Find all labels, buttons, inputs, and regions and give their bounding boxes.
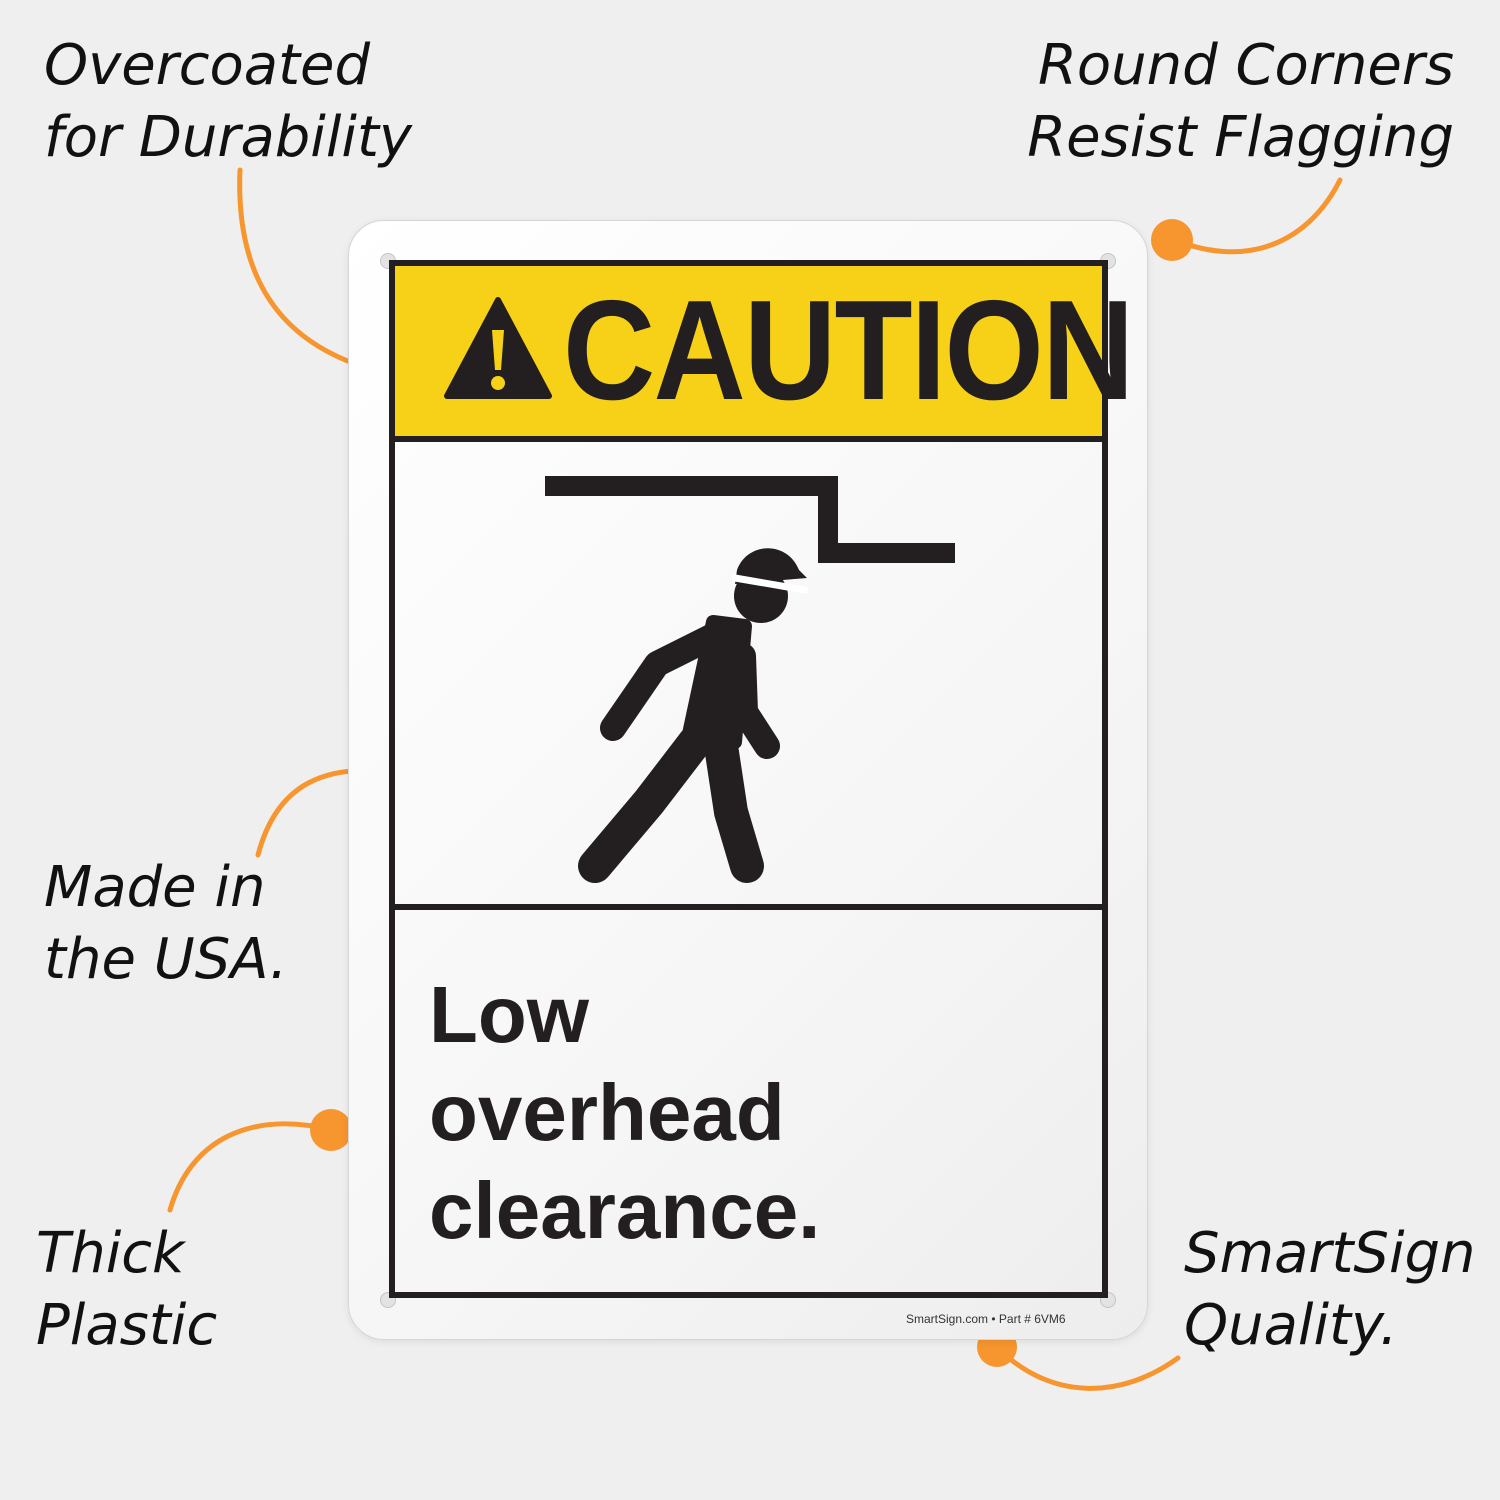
callout-smartsign-quality: SmartSign Quality.	[1184, 1218, 1476, 1362]
callout-dot-top-right	[1151, 219, 1193, 261]
callout-line: the USA.	[44, 927, 288, 992]
alert-triangle-icon	[444, 297, 552, 399]
part-number: SmartSign.com • Part # 6VM6	[906, 1312, 1066, 1326]
leader-line-bottom-left	[167, 1121, 335, 1213]
message-line: clearance.	[429, 1166, 821, 1255]
callout-overcoated: Overcoated for Durability	[44, 30, 412, 174]
caution-header: CAUTION	[395, 266, 1134, 442]
message-line: Low	[429, 970, 589, 1059]
sign-border: CAUTION Low overhead clearance.	[389, 260, 1134, 1298]
callout-made-in-usa: Made in the USA.	[44, 852, 287, 996]
header-word: CAUTION	[563, 271, 1134, 430]
callout-line: Overcoated	[44, 33, 371, 98]
callout-line: Thick	[36, 1221, 185, 1286]
callout-line: Plastic	[36, 1293, 218, 1358]
callout-round-corners: Round Corners Resist Flagging	[1027, 30, 1454, 174]
callout-line: for Durability	[44, 105, 413, 170]
sign-message: Low overhead clearance.	[429, 966, 820, 1260]
callout-line: Resist Flagging	[1027, 105, 1454, 170]
callout-thick-plastic: Thick Plastic	[36, 1218, 217, 1362]
leader-line-bottom-right	[995, 1345, 1181, 1391]
callout-line: Quality.	[1184, 1293, 1398, 1358]
leader-line-top-right	[1172, 177, 1343, 255]
low-clearance-pictogram	[545, 476, 955, 883]
section-divider	[395, 904, 1102, 910]
callout-line: Round Corners	[1037, 33, 1454, 98]
callout-line: Made in	[44, 855, 266, 920]
message-line: overhead	[429, 1068, 785, 1157]
callout-dot-bottom-left	[310, 1109, 352, 1151]
callout-line: SmartSign	[1184, 1221, 1476, 1286]
overhead-beam-icon	[545, 476, 955, 563]
